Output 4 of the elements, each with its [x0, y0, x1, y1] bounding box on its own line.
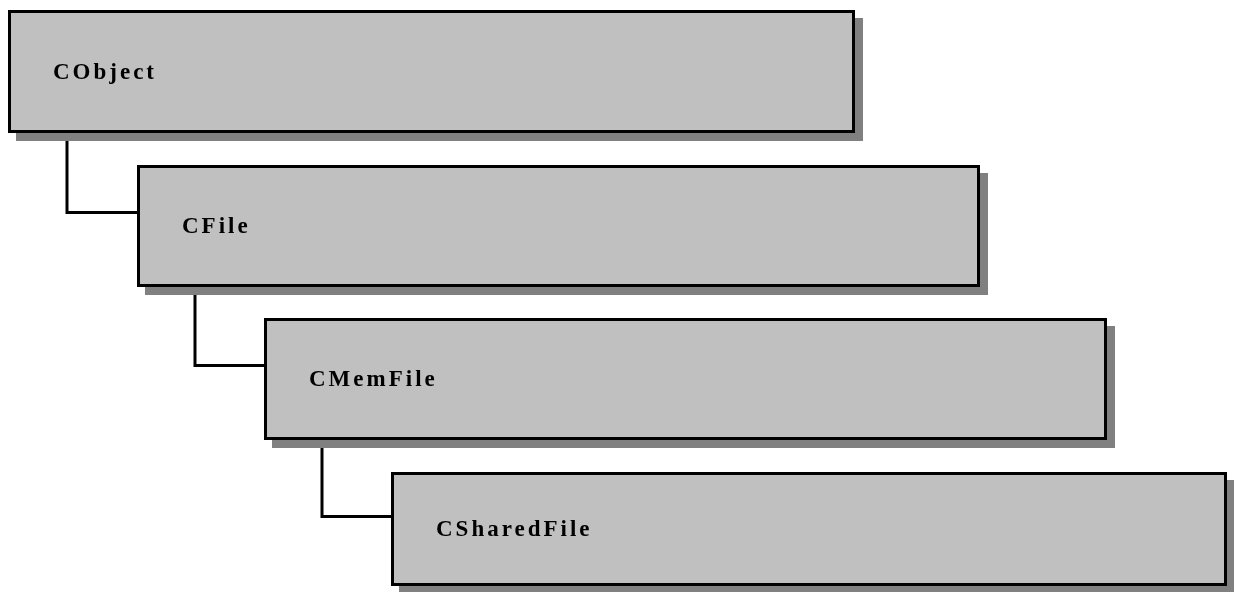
class-name: CMemFile	[309, 366, 438, 392]
class-name: CFile	[182, 213, 251, 239]
class-name: CObject	[53, 58, 158, 85]
class-name: CSharedFile	[436, 516, 593, 542]
